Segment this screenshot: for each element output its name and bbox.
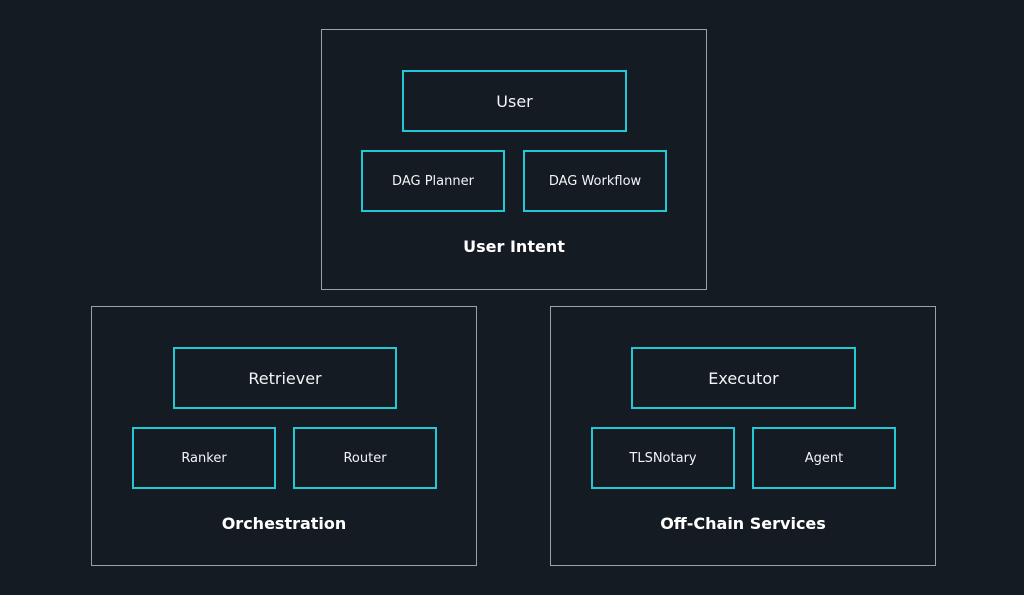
user-intent-group: User DAG Planner DAG Workflow User Inten… (321, 29, 707, 290)
ranker-node-label: Ranker (181, 450, 227, 466)
tlsnotary-node[interactable]: TLSNotary (591, 427, 735, 489)
user-node-label: User (496, 91, 533, 111)
ranker-node[interactable]: Ranker (132, 427, 276, 489)
dag-workflow-node[interactable]: DAG Workflow (523, 150, 667, 212)
retriever-node[interactable]: Retriever (173, 347, 397, 409)
user-intent-group-label: User Intent (463, 237, 565, 256)
agent-node[interactable]: Agent (752, 427, 896, 489)
orchestration-group: Retriever Ranker Router Orchestration (91, 306, 477, 566)
tlsnotary-node-label: TLSNotary (629, 450, 697, 466)
dag-workflow-node-label: DAG Workflow (548, 173, 642, 189)
dag-planner-node-label: DAG Planner (392, 173, 474, 189)
router-node[interactable]: Router (293, 427, 437, 489)
agent-node-label: Agent (804, 450, 844, 466)
router-node-label: Router (343, 450, 387, 466)
off-chain-services-group: Executor TLSNotary Agent Off-Chain Servi… (550, 306, 936, 566)
orchestration-group-label: Orchestration (221, 514, 347, 533)
executor-node-label: Executor (708, 368, 779, 388)
off-chain-services-group-label: Off-Chain Services (660, 514, 826, 533)
retriever-node-label: Retriever (248, 368, 322, 388)
dag-planner-node[interactable]: DAG Planner (361, 150, 505, 212)
user-node[interactable]: User (402, 70, 627, 132)
executor-node[interactable]: Executor (631, 347, 856, 409)
